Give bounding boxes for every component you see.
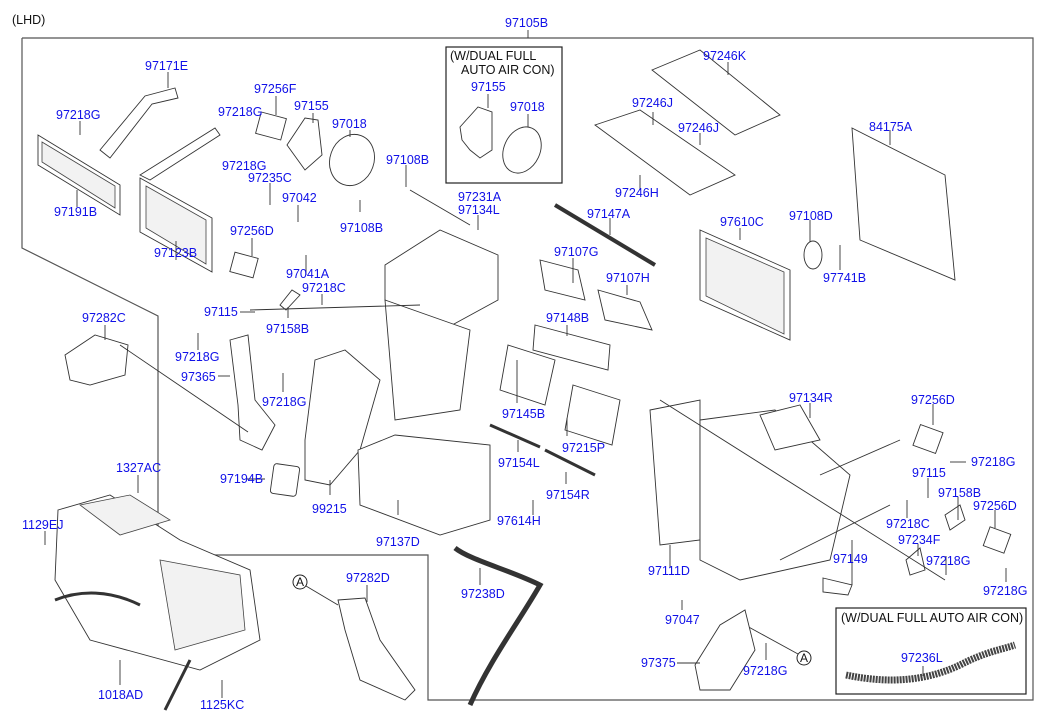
part-label[interactable]: 97218G [262,395,306,409]
part-label[interactable]: 97375 [641,656,676,670]
inset-dual-auto-bottom [835,607,1027,695]
lhd-title: (LHD) [12,13,45,27]
part-label[interactable]: 97218C [302,281,346,295]
part-label[interactable]: 97218G [175,350,219,364]
part-label[interactable]: 97108B [386,153,429,167]
part-label[interactable]: 97246K [703,49,747,63]
actuator-bracket-inset-drawing [459,106,493,159]
part-label[interactable]: 97041A [286,267,330,281]
part-label[interactable]: 97365 [181,370,216,384]
part-label[interactable]: 97145B [502,407,545,421]
part-label[interactable]: 97115 [204,305,238,319]
part-label[interactable]: 1129EJ [22,518,63,532]
part-label[interactable]: 97108B [340,221,383,235]
inset-part-97155[interactable]: 97155 [471,80,506,94]
part-label[interactable]: 97218G [971,455,1015,469]
assembly-label[interactable]: 97105B [505,16,548,30]
part-label[interactable]: 97194B [220,472,263,486]
inset-dual-auto-top [445,46,563,184]
part-label[interactable]: 97018 [332,117,367,131]
hose-drawing [845,641,1017,684]
part-label[interactable]: 97158B [266,322,309,336]
inset-part-97236L[interactable]: 97236L [901,651,943,665]
leader-lines [44,62,1007,698]
part-label[interactable]: 97741B [823,271,866,285]
part-label[interactable]: 1327AC [116,461,161,475]
part-label[interactable]: 97149 [833,552,868,566]
part-label[interactable]: 97171E [145,59,188,73]
part-label[interactable]: 97134R [789,391,833,405]
part-label[interactable]: 97137D [376,535,420,549]
part-label[interactable]: 97610C [720,215,764,229]
part-label[interactable]: 97231A [458,190,502,204]
part-label[interactable]: 97111D [648,564,690,578]
part-label[interactable]: 97282C [82,311,126,325]
part-label[interactable]: 97256D [911,393,955,407]
inset-top-note-2: AUTO AIR CON) [461,63,555,77]
part-label[interactable]: 97218G [743,664,787,678]
part-label[interactable]: 97158B [938,486,981,500]
part-label[interactable]: 97218G [926,554,970,568]
part-label[interactable]: 1125KC [200,698,244,712]
part-label[interactable]: 97246J [632,96,673,110]
part-label[interactable]: 97246J [678,121,719,135]
part-label[interactable]: 97107G [554,245,598,259]
part-label[interactable]: 97614H [497,514,541,528]
part-label[interactable]: 1018AD [98,688,143,702]
ref-marker-a-left: A [296,575,304,589]
part-label[interactable]: 97256F [254,82,297,96]
part-label[interactable]: 97256D [973,499,1017,513]
part-label[interactable]: 97218C [886,517,930,531]
part-label[interactable]: 97107H [606,271,650,285]
part-drawings [37,49,1012,711]
part-label[interactable]: 97238D [461,587,505,601]
part-label[interactable]: 97218G [218,105,262,119]
part-label[interactable]: 84175A [869,120,913,134]
part-label[interactable]: 97235C [248,171,292,185]
part-label[interactable]: 97154L [498,456,540,470]
part-label[interactable]: 97256D [230,224,274,238]
part-label[interactable]: 97215P [562,441,605,455]
part-label[interactable]: 97218G [56,108,100,122]
part-label[interactable]: 97108D [789,209,833,223]
part-label[interactable]: 97134L [458,203,500,217]
part-label[interactable]: 97123B [154,246,197,260]
inset-top-note-1: (W/DUAL FULL [450,49,536,63]
inset-bottom-note: (W/DUAL FULL AUTO AIR CON) [841,611,1023,625]
part-label[interactable]: 97218G [222,159,266,173]
part-label[interactable]: 97234F [898,533,941,547]
part-label[interactable]: 97115 [912,466,946,480]
part-label[interactable]: 97042 [282,191,317,205]
part-label[interactable]: 99215 [312,502,347,516]
part-label[interactable]: 97047 [665,613,700,627]
assembly-frame [21,37,1034,701]
part-label[interactable]: 97155 [294,99,329,113]
part-label[interactable]: 97282D [346,571,390,585]
part-labels: 97171E 97218G 97191B 97218G 97256F 97155… [22,49,1027,712]
part-label[interactable]: 97148B [546,311,589,325]
door-inset-drawing [502,126,542,174]
part-label[interactable]: 97218G [983,584,1027,598]
part-label[interactable]: 97191B [54,205,97,219]
part-label[interactable]: 97154R [546,488,590,502]
ref-marker-a-right: A [800,651,808,665]
inset-part-97018[interactable]: 97018 [510,100,545,114]
part-label[interactable]: 97147A [587,207,631,221]
part-label[interactable]: 97246H [615,186,659,200]
